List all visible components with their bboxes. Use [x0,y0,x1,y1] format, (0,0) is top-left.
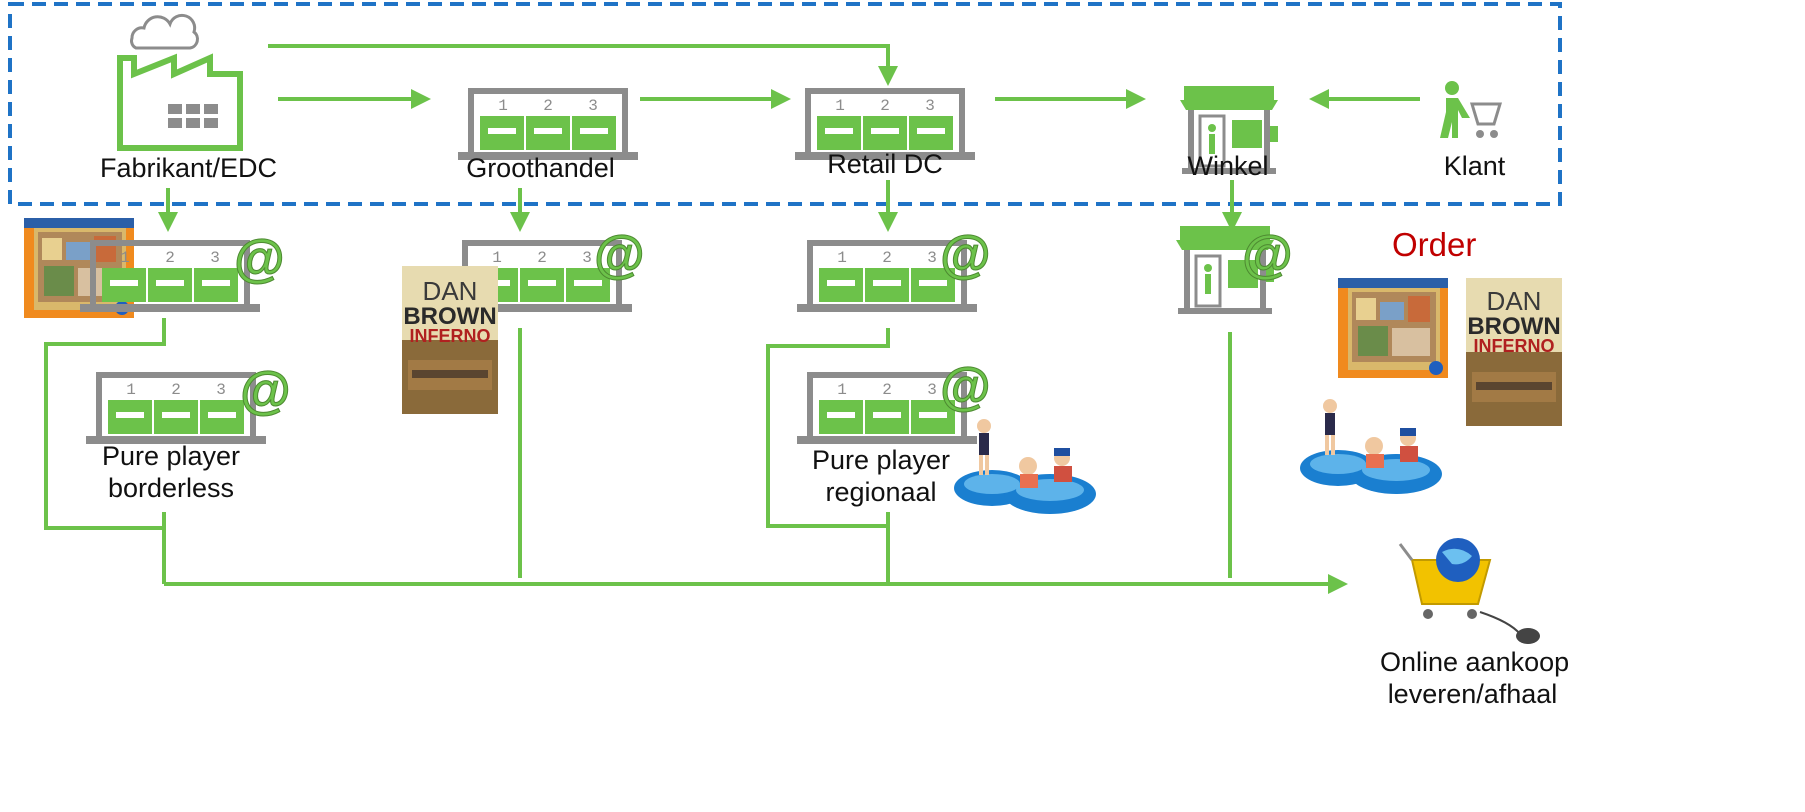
fabrikant-at-icon [233,229,286,289]
label-pure-player-borderless-2: borderless [107,473,235,503]
label-winkel: Winkel [1187,151,1269,181]
groothandel-warehouse-icon [458,88,638,160]
label-pure-player-borderless-1: Pure player [101,441,241,471]
inferno-book-cover-left: DAN BROWN INFERNO [402,266,498,414]
label-pure-player-regionaal-1: Pure player [811,445,951,475]
pure-player-borderless-warehouse-icon [86,372,266,444]
regionaal-pool-image [954,419,1096,514]
svg-text:DAN: DAN [1487,286,1542,316]
order-label: Order [1392,226,1477,263]
supply-chain-boundary [8,2,1562,206]
label-online-aankoop-1: Online aankoop [1380,647,1570,677]
svg-text:INFERNO: INFERNO [1474,336,1555,356]
order-puzzle-box [1338,278,1448,378]
winkel-at-icon [1241,225,1294,285]
down-arrows [158,180,1242,232]
svg-text:DAN: DAN [423,276,478,306]
label-pure-player-regionaal-2: regionaal [825,477,937,507]
top-flow-arrows [268,44,1420,109]
pure-player-regionaal-at-icon [939,357,992,417]
label-groothandel: Groothandel [466,153,615,183]
groothandel-at-icon [593,225,646,285]
svg-text:INFERNO: INFERNO [410,326,491,346]
label-fabrikant: Fabrikant/EDC [100,153,278,183]
customer-cart-icon [1440,81,1503,138]
inferno-book-cover-right: DAN BROWN INFERNO [1466,278,1562,426]
factory-icon [117,13,243,151]
label-klant: Klant [1443,151,1506,181]
online-flow-lines [44,318,1348,594]
label-retail-dc: Retail DC [827,149,943,179]
label-online-aankoop-2: leveren/afhaal [1387,679,1558,709]
retail-dc-at-icon [939,225,992,285]
pure-player-borderless-at-icon [239,361,292,421]
online-shopping-cart-icon [1398,538,1540,644]
order-pool-image [1300,399,1442,494]
svg-text:BROWN: BROWN [1467,313,1560,340]
svg-text:BROWN: BROWN [403,303,496,330]
